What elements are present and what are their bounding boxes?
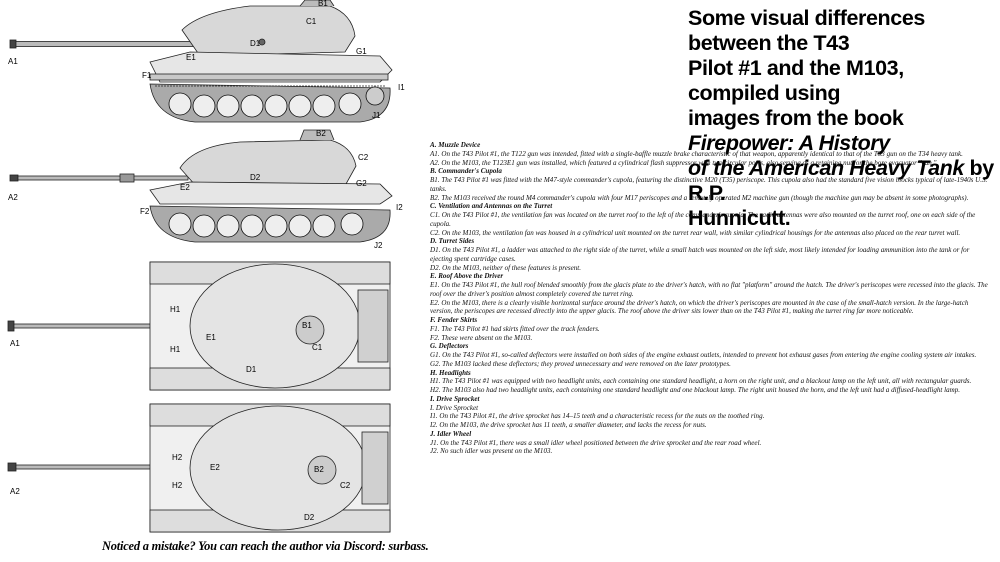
svg-text:E1: E1 bbox=[206, 333, 216, 342]
flash-suppressor-a2 bbox=[9, 174, 19, 182]
note-section-heading: G. Deflectors bbox=[430, 342, 469, 351]
note-line: C1. On the T43 Pilot #1, the ventilation… bbox=[430, 211, 976, 228]
note-section-heading: A. Muzzle Device bbox=[430, 141, 481, 149]
svg-text:D1: D1 bbox=[250, 39, 261, 48]
label-view-a2: A2 bbox=[8, 193, 18, 202]
note-line: B2. The M103 received the round M4 comma… bbox=[430, 193, 969, 202]
svg-text:E2: E2 bbox=[210, 463, 220, 472]
note-line: J1. On the T43 Pilot #1, there was a sma… bbox=[430, 438, 762, 447]
note-line: D2. On the M103, neither of these featur… bbox=[430, 263, 581, 272]
svg-text:F2: F2 bbox=[140, 207, 150, 216]
note-line: F1. The T43 Pilot #1 had skirts fitted o… bbox=[430, 324, 600, 333]
note-line: D1. On the T43 Pilot #1, a ladder was at… bbox=[430, 246, 970, 263]
svg-text:G2: G2 bbox=[356, 179, 367, 188]
svg-text:H2: H2 bbox=[172, 453, 183, 462]
note-section-heading: I. Drive Sprocket bbox=[430, 394, 480, 403]
svg-text:C2: C2 bbox=[358, 153, 369, 162]
muzzle-brake-a1 bbox=[9, 39, 17, 49]
top-view-m103 bbox=[7, 403, 391, 533]
book-title: Firepower: A History bbox=[688, 131, 890, 155]
svg-text:F1: F1 bbox=[142, 71, 152, 80]
note-line: A2. On the M103, the T123E1 gun was inst… bbox=[430, 158, 937, 167]
note-section-heading: J. Idler Wheel bbox=[430, 429, 472, 438]
note-line: G1. On the T43 Pilot #1, so-called defle… bbox=[430, 351, 977, 359]
svg-text:J1: J1 bbox=[372, 111, 381, 120]
note-section-heading: E. Roof Above the Driver bbox=[430, 272, 504, 281]
note-line: A1. On the T43 Pilot #1, the T122 gun wa… bbox=[430, 149, 963, 158]
svg-text:A2: A2 bbox=[10, 487, 20, 496]
note-section-heading: F. Fender Skirts bbox=[430, 316, 478, 324]
gun-barrel-a1 bbox=[15, 41, 197, 47]
fender-skirt-a1 bbox=[149, 73, 389, 81]
svg-text:H2: H2 bbox=[172, 481, 183, 490]
side-view-t43 bbox=[9, 0, 393, 123]
svg-text:C2: C2 bbox=[340, 481, 351, 490]
note-line: E2. On the M103, there is a clearly visi… bbox=[430, 298, 969, 316]
side-a2-wheels bbox=[168, 212, 364, 238]
page-title: Some visual differences between the T43 … bbox=[688, 6, 994, 230]
note-section-heading: B. Commander's Cupola bbox=[430, 167, 502, 176]
note-line: I1. On the T43 Pilot #1, the drive sproc… bbox=[430, 412, 765, 421]
svg-text:B2: B2 bbox=[316, 129, 326, 138]
note-section-heading: D. Turret Sides bbox=[430, 237, 475, 246]
note-section-heading: C. Ventilation and Antennas on the Turre… bbox=[430, 202, 553, 211]
svg-text:D2: D2 bbox=[250, 173, 261, 182]
svg-text:B1: B1 bbox=[302, 321, 312, 330]
note-line: H2. The M103 also had two headlight unit… bbox=[430, 386, 960, 394]
svg-text:E1: E1 bbox=[186, 53, 196, 62]
note-line: F2. These were absent on the M103. bbox=[430, 333, 533, 342]
svg-text:B2: B2 bbox=[314, 465, 324, 474]
svg-text:E2: E2 bbox=[180, 183, 190, 192]
svg-text:H1: H1 bbox=[170, 305, 181, 314]
note-line: C2. On the M103, the ventilation fan was… bbox=[430, 228, 961, 237]
svg-text:I2: I2 bbox=[396, 203, 403, 212]
gun-barrel-a2 bbox=[17, 175, 189, 181]
svg-text:C1: C1 bbox=[306, 17, 317, 26]
note-line: G2. The M103 lacked these deflectors; th… bbox=[430, 359, 731, 368]
svg-text:A1: A1 bbox=[10, 339, 20, 348]
svg-text:H1: H1 bbox=[170, 345, 181, 354]
note-line: I. Drive Sprocket bbox=[430, 403, 479, 412]
author-contact-note: Noticed a mistake? You can reach the aut… bbox=[102, 539, 429, 553]
svg-text:D2: D2 bbox=[304, 513, 315, 522]
side-a1-wheels bbox=[168, 86, 385, 118]
svg-text:B1: B1 bbox=[318, 0, 328, 8]
note-line: B1. The T43 Pilot #1 was fitted with the… bbox=[430, 176, 988, 193]
svg-text:D1: D1 bbox=[246, 365, 257, 374]
note-line: H1. The T43 Pilot #1 was equipped with t… bbox=[430, 377, 972, 386]
svg-text:J2: J2 bbox=[374, 241, 383, 250]
note-line: E1. On the T43 Pilot #1, the hull roof b… bbox=[430, 281, 988, 298]
note-line: I2. On the M103, the drive sprocket has … bbox=[430, 421, 707, 429]
top-view-t43 bbox=[7, 261, 391, 391]
tank-drawings: A1 B1 C1 D1 E1 G1 F1 I1 J1 B1 D1 A1 E1 H… bbox=[7, 0, 405, 533]
svg-text:I1: I1 bbox=[398, 83, 405, 92]
svg-text:G1: G1 bbox=[356, 47, 367, 56]
note-line: J2. No such idler was present on the M10… bbox=[430, 447, 553, 456]
svg-text:C1: C1 bbox=[312, 343, 323, 352]
label-view-a1: A1 bbox=[8, 57, 18, 66]
note-section-heading: H. Headlights bbox=[430, 368, 471, 377]
